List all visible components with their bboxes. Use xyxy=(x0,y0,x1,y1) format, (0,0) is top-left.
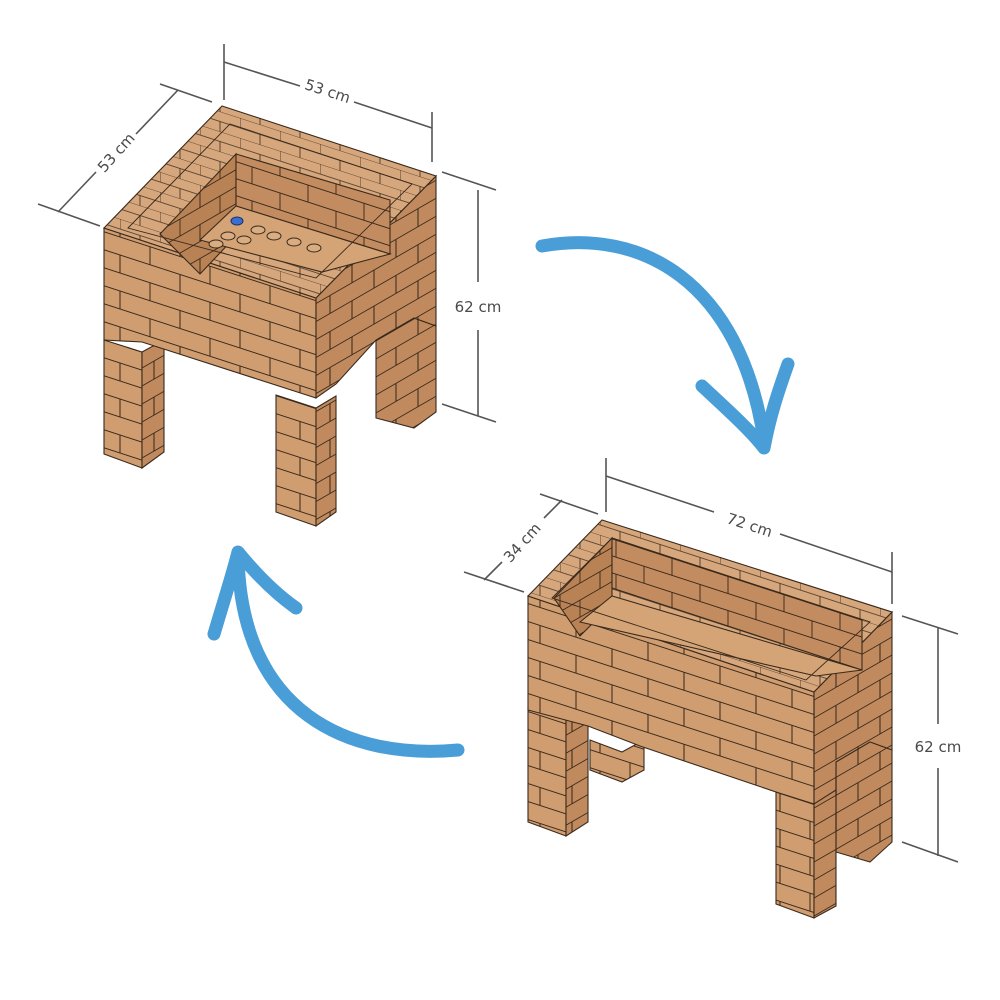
rect-planter-leg-front-side xyxy=(813,789,837,919)
rect-planter-leg-back-left xyxy=(589,739,645,783)
square-width-label: 53 cm xyxy=(303,75,353,107)
square-planter-leg-left-side xyxy=(141,339,165,470)
rect-planter-leg-left-side xyxy=(565,707,589,838)
square-height-label: 62 cm xyxy=(455,298,502,316)
arrowhead-down-icon xyxy=(695,357,795,455)
rect-planter-leg-back-right xyxy=(835,739,893,863)
rect-planter-leg-front xyxy=(775,789,815,919)
square-depth-label: 53 cm xyxy=(94,129,139,176)
arrowhead-up-icon xyxy=(207,545,303,641)
square-planter-leg-front xyxy=(275,394,317,527)
rect-planter-leg-left xyxy=(527,707,567,837)
square-planter-studs xyxy=(208,225,322,253)
rect-planter-inner-rim xyxy=(551,537,871,681)
peg-icon xyxy=(230,216,244,226)
square-planter-leg-front-side xyxy=(315,395,337,528)
curved-arrow-up-icon xyxy=(231,547,465,758)
square-planter xyxy=(102,105,438,528)
arrow-to-square xyxy=(207,545,465,758)
square-planter-inner-rim xyxy=(127,123,413,279)
rect-height-dimension: 62 cm xyxy=(901,615,962,863)
rect-depth-label: 34 cm xyxy=(500,519,545,566)
rect-planter-wall-right xyxy=(813,610,893,806)
square-height-dimension: 62 cm xyxy=(441,171,502,423)
square-planter-leg-left xyxy=(103,339,143,469)
rect-width-label: 72 cm xyxy=(725,509,775,541)
rectangular-planter xyxy=(526,519,894,919)
square-planter-wall-right xyxy=(315,174,437,400)
curved-arrow-down-icon xyxy=(535,236,771,447)
rect-height-label: 62 cm xyxy=(915,738,962,756)
arrow-to-rectangular xyxy=(535,236,795,455)
